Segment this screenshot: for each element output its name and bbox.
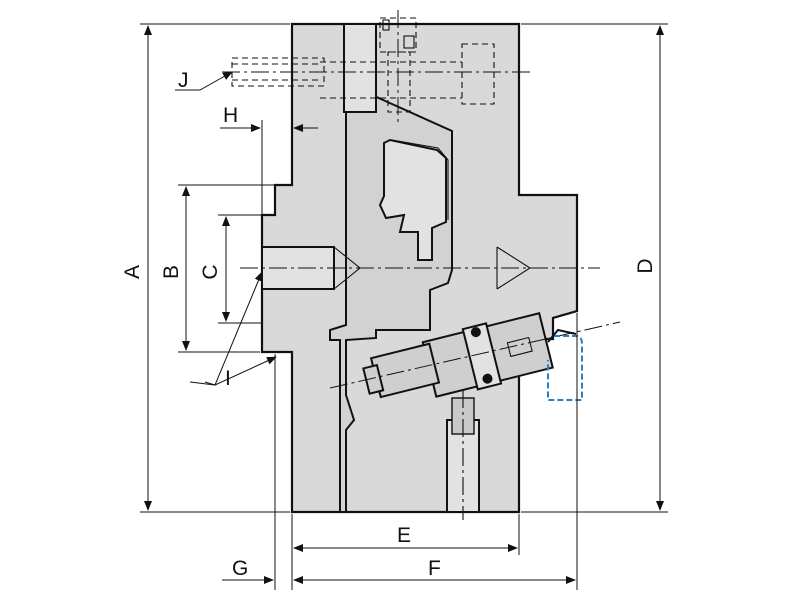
label-b: B — [160, 265, 183, 279]
label-i: I — [225, 367, 231, 390]
label-h: H — [223, 104, 238, 127]
pin-upper-icon — [470, 327, 481, 338]
plunger-assembly — [362, 312, 554, 399]
workpiece-hidden-outline — [547, 335, 583, 401]
label-j: J — [178, 69, 189, 92]
workpiece-contact — [547, 328, 577, 343]
wedge-channel — [378, 138, 447, 261]
label-c: C — [199, 264, 222, 279]
plunger-tip — [362, 363, 385, 395]
pin-side — [506, 336, 533, 358]
label-f: F — [428, 557, 441, 580]
label-a: A — [121, 265, 144, 279]
pin-lower-icon — [482, 373, 493, 384]
label-d: D — [634, 258, 657, 273]
wedge-outline — [391, 139, 449, 233]
top-screw-group — [379, 10, 417, 125]
plunger-collar — [461, 322, 503, 391]
label-g: G — [232, 557, 248, 580]
top-slot — [343, 23, 377, 113]
label-e: E — [397, 524, 411, 547]
